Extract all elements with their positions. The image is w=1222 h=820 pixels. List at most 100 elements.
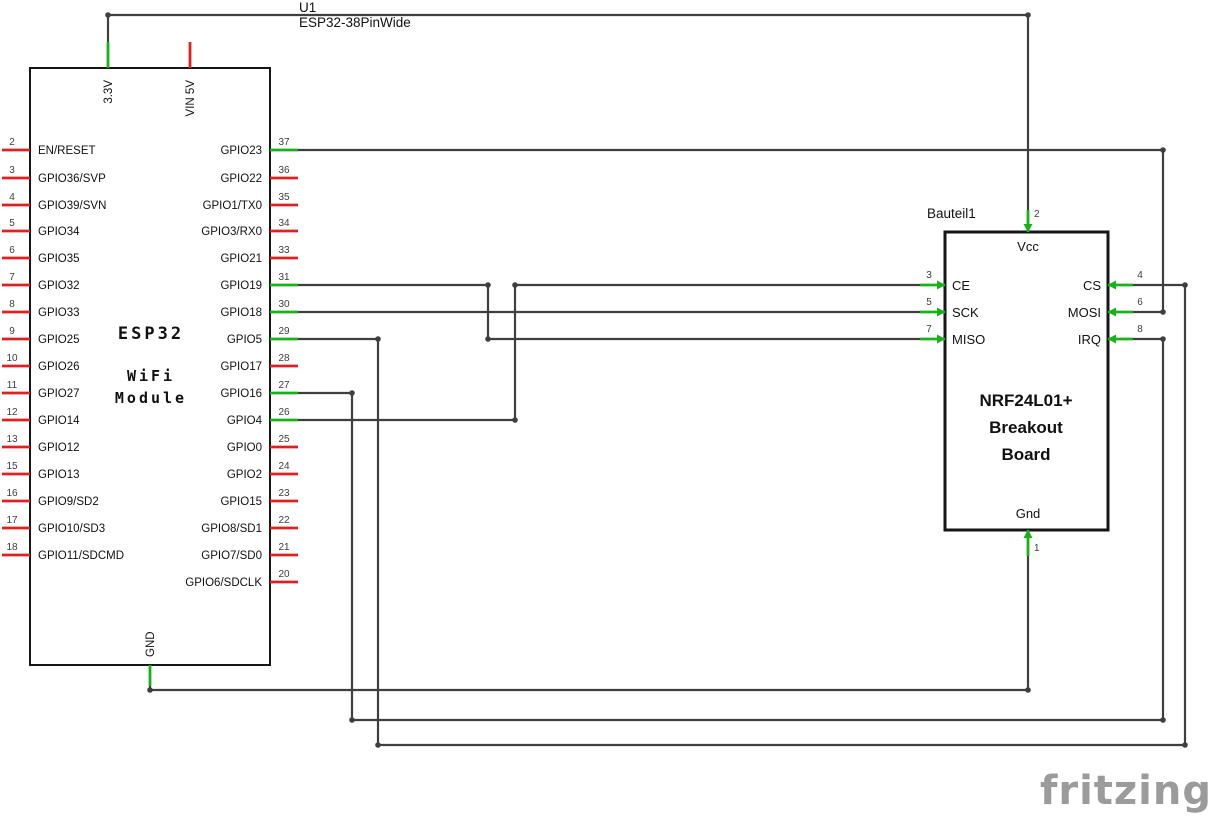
esp32-part-name: ESP32-38PinWide [299, 15, 411, 30]
wire-gpio23-to-mosi[interactable] [296, 148, 1165, 314]
wire-gpio19-to-miso-bendpoint[interactable] [485, 336, 491, 342]
wire-gpio5-to-cs-bendpoint[interactable] [1182, 742, 1188, 748]
esp32-pin-label-GPIO26: GPIO26 [38, 361, 80, 373]
esp32-pin-number-7: 7 [9, 272, 15, 283]
esp32-center-label: WiFi [127, 367, 175, 385]
esp32-pin-label-GPIO10/SD3: GPIO10/SD3 [38, 523, 105, 535]
esp32-pin-number-8: 8 [9, 299, 15, 310]
nrf-pin-MOSI-arrow-icon [1107, 307, 1116, 317]
esp32-pin-number-18: 18 [6, 542, 18, 553]
esp32-pin-number-3: 3 [9, 165, 15, 176]
esp32-pin-label-GPIO0: GPIO0 [227, 442, 262, 454]
nrf-pin-number-8: 8 [1137, 324, 1143, 335]
wire-gpio5-to-cs-bendpoint[interactable] [1182, 282, 1188, 288]
esp32-pin-label-GPIO12: GPIO12 [38, 442, 80, 454]
wire-gpio16-to-irq-bendpoint[interactable] [1160, 717, 1166, 723]
esp32-pin-number-17: 17 [6, 515, 18, 526]
nrf-pin-MISO-arrow-icon [937, 334, 946, 344]
nrf-ref-designator: Bauteil1 [927, 206, 976, 221]
esp32-pin-label-3.3V: 3.3V [103, 80, 115, 104]
wire-gpio16-to-irq[interactable] [296, 337, 1165, 722]
esp32-pin-number-9: 9 [9, 326, 15, 337]
esp32-pin-label-GPIO25: GPIO25 [38, 334, 80, 346]
esp32-pin-label-GPIO21: GPIO21 [220, 253, 262, 265]
nrf-pin-label-MISO: MISO [952, 332, 985, 347]
esp32-pin-label-GPIO18: GPIO18 [220, 307, 262, 319]
esp32-pin-label-GPIO1/TX0: GPIO1/TX0 [203, 200, 262, 212]
wire-gpio23-to-mosi-bendpoint[interactable] [1160, 147, 1166, 153]
nrf-pin-label-CE: CE [952, 278, 970, 293]
esp32-pin-label-GPIO32: GPIO32 [38, 280, 80, 292]
nrf-pin-number-3: 3 [926, 270, 932, 281]
nrf-pin-IRQ-arrow-icon [1107, 334, 1116, 344]
esp32-pin-number-4: 4 [9, 192, 15, 203]
esp32-pin-label-GPIO11/SDCMD: GPIO11/SDCMD [38, 550, 124, 562]
esp32-pin-number-26: 26 [278, 407, 290, 418]
esp32-pin-number-24: 24 [278, 461, 290, 472]
esp32-pin-label-GPIO2: GPIO2 [227, 469, 262, 481]
wire-3v3-to-vcc[interactable] [106, 13, 1030, 213]
esp32-pin-label-GPIO13: GPIO13 [38, 469, 80, 481]
nrf-pin-label-IRQ: IRQ [1078, 332, 1101, 347]
nrf-body[interactable] [943, 230, 1110, 532]
wire-gpio4-to-ce-bendpoint[interactable] [512, 417, 518, 423]
nrf-pin-label-Gnd: Gnd [1016, 506, 1041, 521]
nrf-pin-number-1: 1 [1034, 543, 1040, 554]
wire-gpio5-to-cs[interactable] [296, 283, 1187, 747]
wire-3v3-to-vcc-bendpoint[interactable] [1025, 12, 1031, 18]
esp32-pin-label-GPIO4: GPIO4 [227, 415, 263, 427]
esp32-pin-number-12: 12 [6, 407, 18, 418]
nrf-pin-label-SCK: SCK [952, 305, 979, 320]
wire-gpio23-to-mosi-bendpoint[interactable] [1160, 309, 1166, 315]
esp32-pin-label-GPIO39/SVN: GPIO39/SVN [38, 200, 106, 212]
esp32-pin-number-22: 22 [278, 515, 290, 526]
esp32-pin-number-27: 27 [278, 380, 290, 391]
wire-3v3-to-vcc-bendpoint[interactable] [105, 12, 111, 18]
wire-gpio5-to-cs-bendpoint[interactable] [375, 336, 381, 342]
wire-gpio16-to-irq-bendpoint[interactable] [1160, 336, 1166, 342]
wire-gpio16-to-irq-bendpoint[interactable] [349, 390, 355, 396]
esp32-pin-label-GPIO17: GPIO17 [220, 361, 262, 373]
nrf-pin-number-6: 6 [1137, 297, 1143, 308]
esp32-pin-number-37: 37 [278, 137, 290, 148]
nrf-pin-number-5: 5 [926, 297, 932, 308]
esp32-pin-label-GPIO3/RX0: GPIO3/RX0 [201, 226, 262, 238]
nrf-pin-label-MOSI: MOSI [1068, 305, 1101, 320]
esp32-pin-label-GPIO6/SDCLK: GPIO6/SDCLK [185, 577, 262, 589]
esp32-pin-label-GPIO33: GPIO33 [38, 307, 80, 319]
esp32-pin-number-16: 16 [6, 488, 18, 499]
wire-gpio19-to-miso-bendpoint[interactable] [485, 282, 491, 288]
wire-gpio4-to-ce[interactable] [296, 283, 922, 422]
esp32-pin-label-GPIO34: GPIO34 [38, 226, 80, 238]
nrf-pin-label-Vcc: Vcc [1017, 239, 1039, 254]
nrf-center-label: Breakout [989, 418, 1063, 437]
esp32-pin-label-GPIO7/SD0: GPIO7/SD0 [201, 550, 262, 562]
wire-gnd-to-gnd-bendpoint[interactable] [147, 687, 153, 693]
esp32-pin-label-GPIO16: GPIO16 [220, 388, 262, 400]
nrf-pin-SCK-arrow-icon [937, 307, 946, 317]
nrf-pin-number-7: 7 [926, 324, 932, 335]
wire-gpio4-to-ce-bendpoint[interactable] [512, 282, 518, 288]
esp32-pin-number-29: 29 [278, 326, 290, 337]
esp32-pin-number-10: 10 [6, 353, 18, 364]
wire-gpio5-to-cs-bendpoint[interactable] [375, 742, 381, 748]
esp32-pin-number-34: 34 [278, 218, 290, 229]
esp32-pin-number-23: 23 [278, 488, 290, 499]
wire-gnd-to-gnd-bendpoint[interactable] [1025, 687, 1031, 693]
esp32-pin-label-GPIO35: GPIO35 [38, 253, 80, 265]
wire-gpio16-to-irq-bendpoint[interactable] [349, 717, 355, 723]
esp32-pin-label-GPIO5: GPIO5 [227, 334, 262, 346]
esp32-pin-number-11: 11 [7, 380, 18, 391]
nrf-pin-label-CS: CS [1083, 278, 1101, 293]
esp32-pin-label-GPIO23: GPIO23 [220, 145, 262, 157]
esp32-pin-label-GPIO15: GPIO15 [220, 496, 262, 508]
esp32-pin-label-GPIO22: GPIO22 [220, 173, 262, 185]
esp32-pin-label-GPIO8/SD1: GPIO8/SD1 [201, 523, 262, 535]
esp32-pin-number-35: 35 [278, 192, 290, 203]
esp32-pin-number-31: 31 [278, 272, 290, 283]
nrf-pin-Gnd-arrow-icon [1023, 529, 1033, 538]
esp32-pin-number-21: 21 [278, 542, 290, 553]
esp32-ref-designator: U1 [299, 0, 316, 15]
